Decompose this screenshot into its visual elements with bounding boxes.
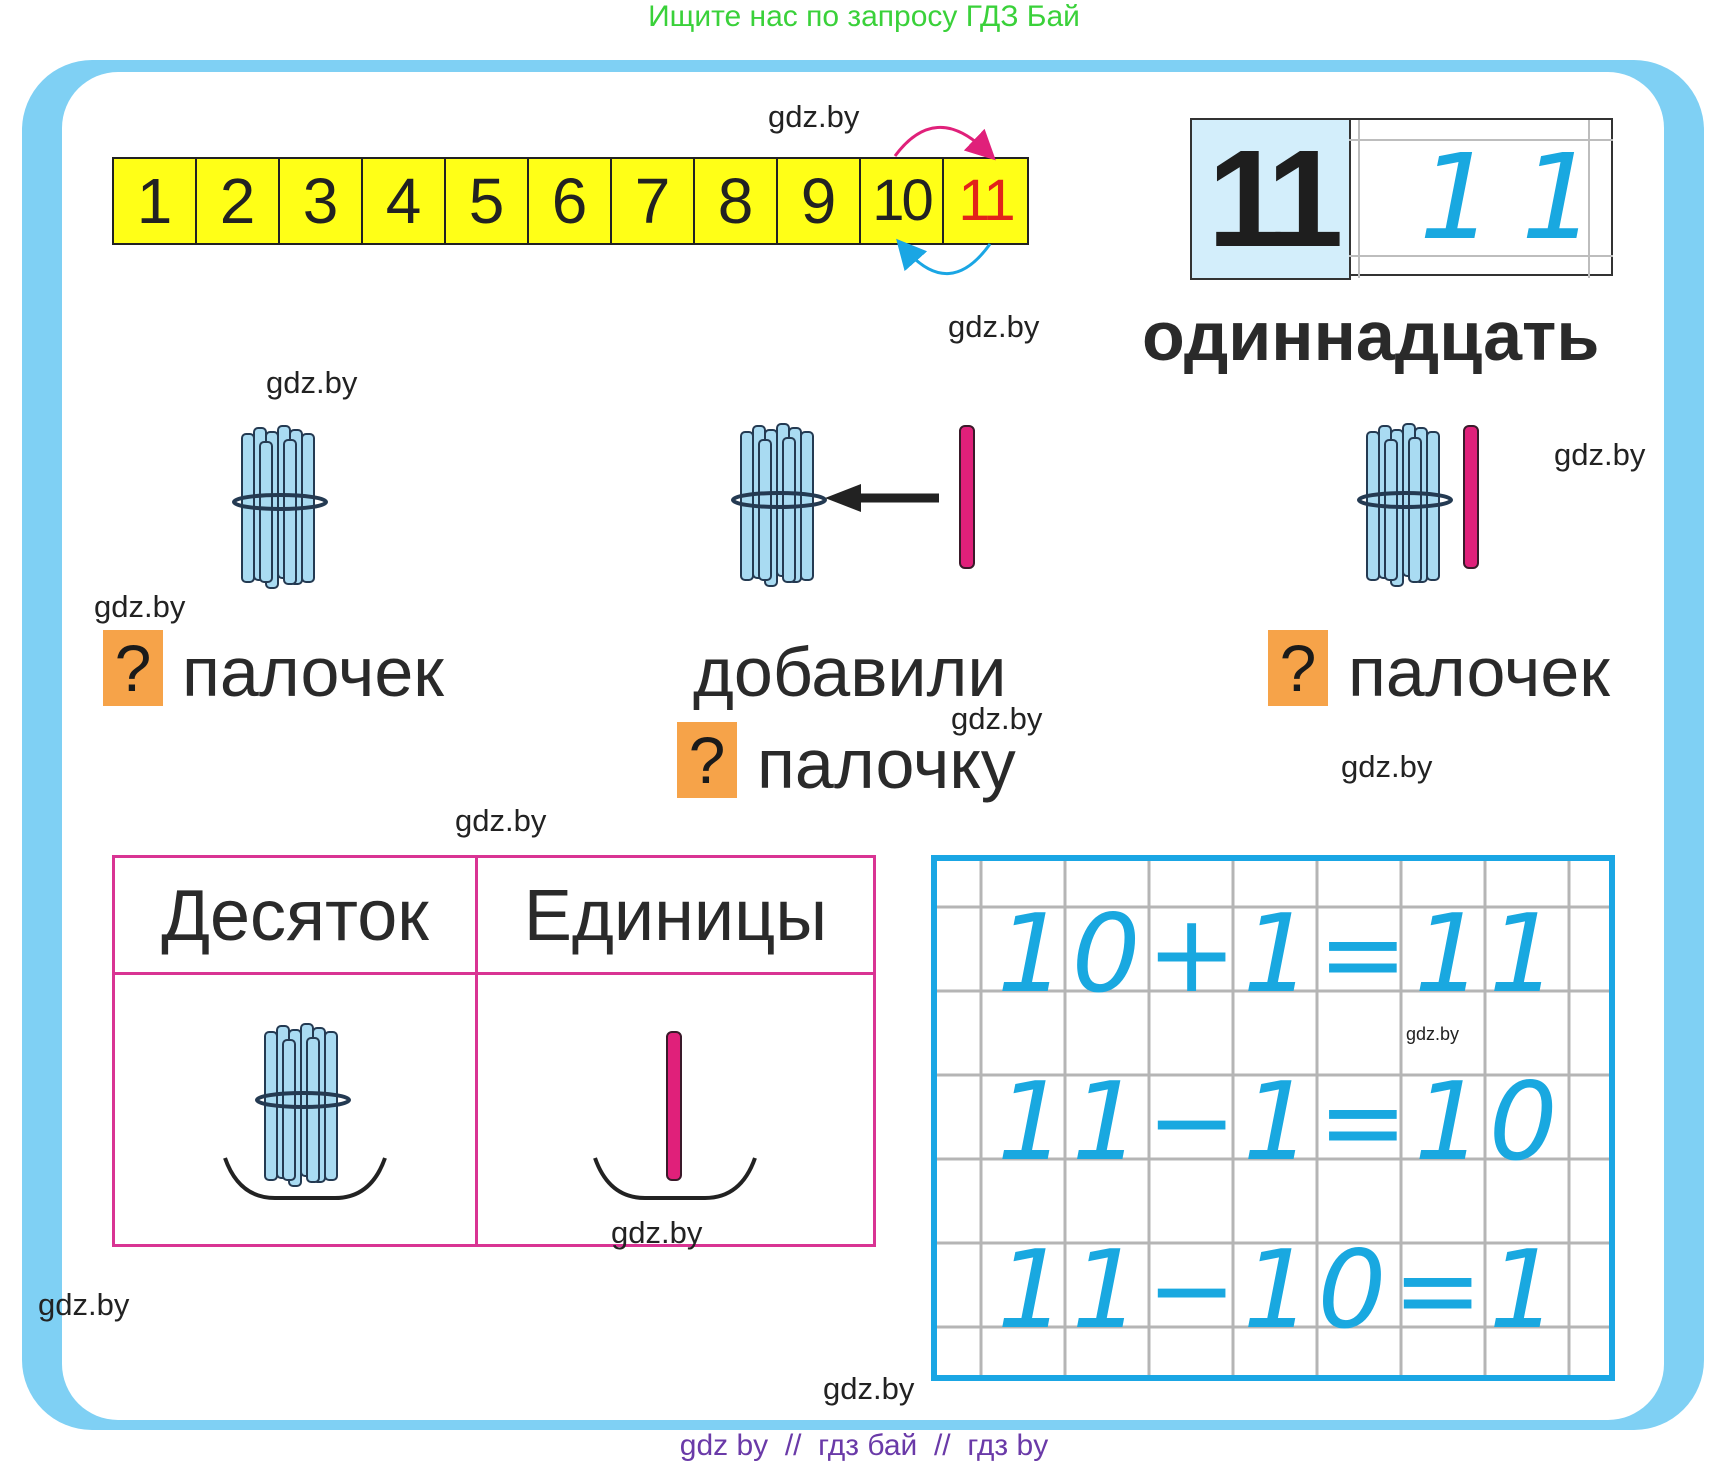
equation-2: 11−1=10 [997,1060,1564,1185]
watermark: gdz.by [951,701,1043,736]
footer-text: gdz by // гдз бай // гдз by [679,1429,1049,1462]
page-content-area [62,72,1664,1420]
watermark: gdz.by [266,365,358,400]
watermark: gdz.by [1341,749,1433,784]
ten-sticks-bundle-icon [232,425,328,589]
question-box: ? [1268,630,1328,706]
watermark: gdz.by [611,1215,703,1250]
left-arrow-icon [825,484,939,512]
single-stick-icon [1463,425,1479,569]
number-line-cell: 3 [280,159,363,243]
copy-digit: 1 [1419,128,1495,266]
number-line-cell: 6 [529,159,612,243]
ten-sticks-bundle-icon [1357,423,1453,587]
number-line-cell: 9 [778,159,861,243]
number-word: одиннадцать [1142,297,1600,375]
units-header: Единицы [523,876,828,956]
ten-sticks-bundle-icon [731,423,827,587]
watermark: gdz.by [38,1287,130,1322]
number-line-cell: 2 [197,159,280,243]
step-arrows-icon [893,126,996,276]
question-box: ? [677,722,737,798]
middle-group-label-2: палочку [757,725,1016,803]
question-box: ? [103,630,163,706]
number-line-cell: 7 [612,159,695,243]
equation-1: 10+1=11 [997,892,1564,1017]
number-line-cell-highlight: 11 [958,168,1015,233]
watermark: gdz.by [94,589,186,624]
copy-digit: 1 [1521,128,1597,266]
numeral-card: 11 [1190,118,1351,280]
right-group-label: палочек [1348,633,1610,711]
copy-practice-box: 1 1 [1349,118,1613,278]
watermark: gdz.by [823,1371,915,1406]
ten-sticks-bundle-icon [223,1023,387,1200]
left-group-label: палочек [182,633,444,711]
number-line-cell: 5 [446,159,529,243]
watermark: gdz.by [455,803,547,838]
number-line-cell: 1 [114,159,197,243]
number-line-cell: 8 [695,159,778,243]
header-text: Ищите нас по запросу ГДЗ Бай [648,0,1080,33]
number-line-cell: 10 [861,159,944,243]
watermark: gdz.by [1406,1024,1460,1044]
number-line: 1 2 3 4 5 6 7 8 9 10 11 [112,157,1029,245]
number-line-cell: 4 [363,159,446,243]
single-stick-icon [593,1031,757,1200]
single-stick-icon [959,425,975,569]
watermark: gdz.by [1554,437,1646,472]
tens-header: Десяток [161,876,429,956]
middle-group-label: добавили [693,633,1007,711]
equations-grid: 10+1=11 11−1=10 11−10=1 [931,855,1615,1381]
equation-3: 11−10=1 [997,1228,1564,1353]
place-value-table: Десяток Единицы [112,855,876,1247]
watermark: gdz.by [948,309,1040,344]
watermark: gdz.by [768,99,860,134]
